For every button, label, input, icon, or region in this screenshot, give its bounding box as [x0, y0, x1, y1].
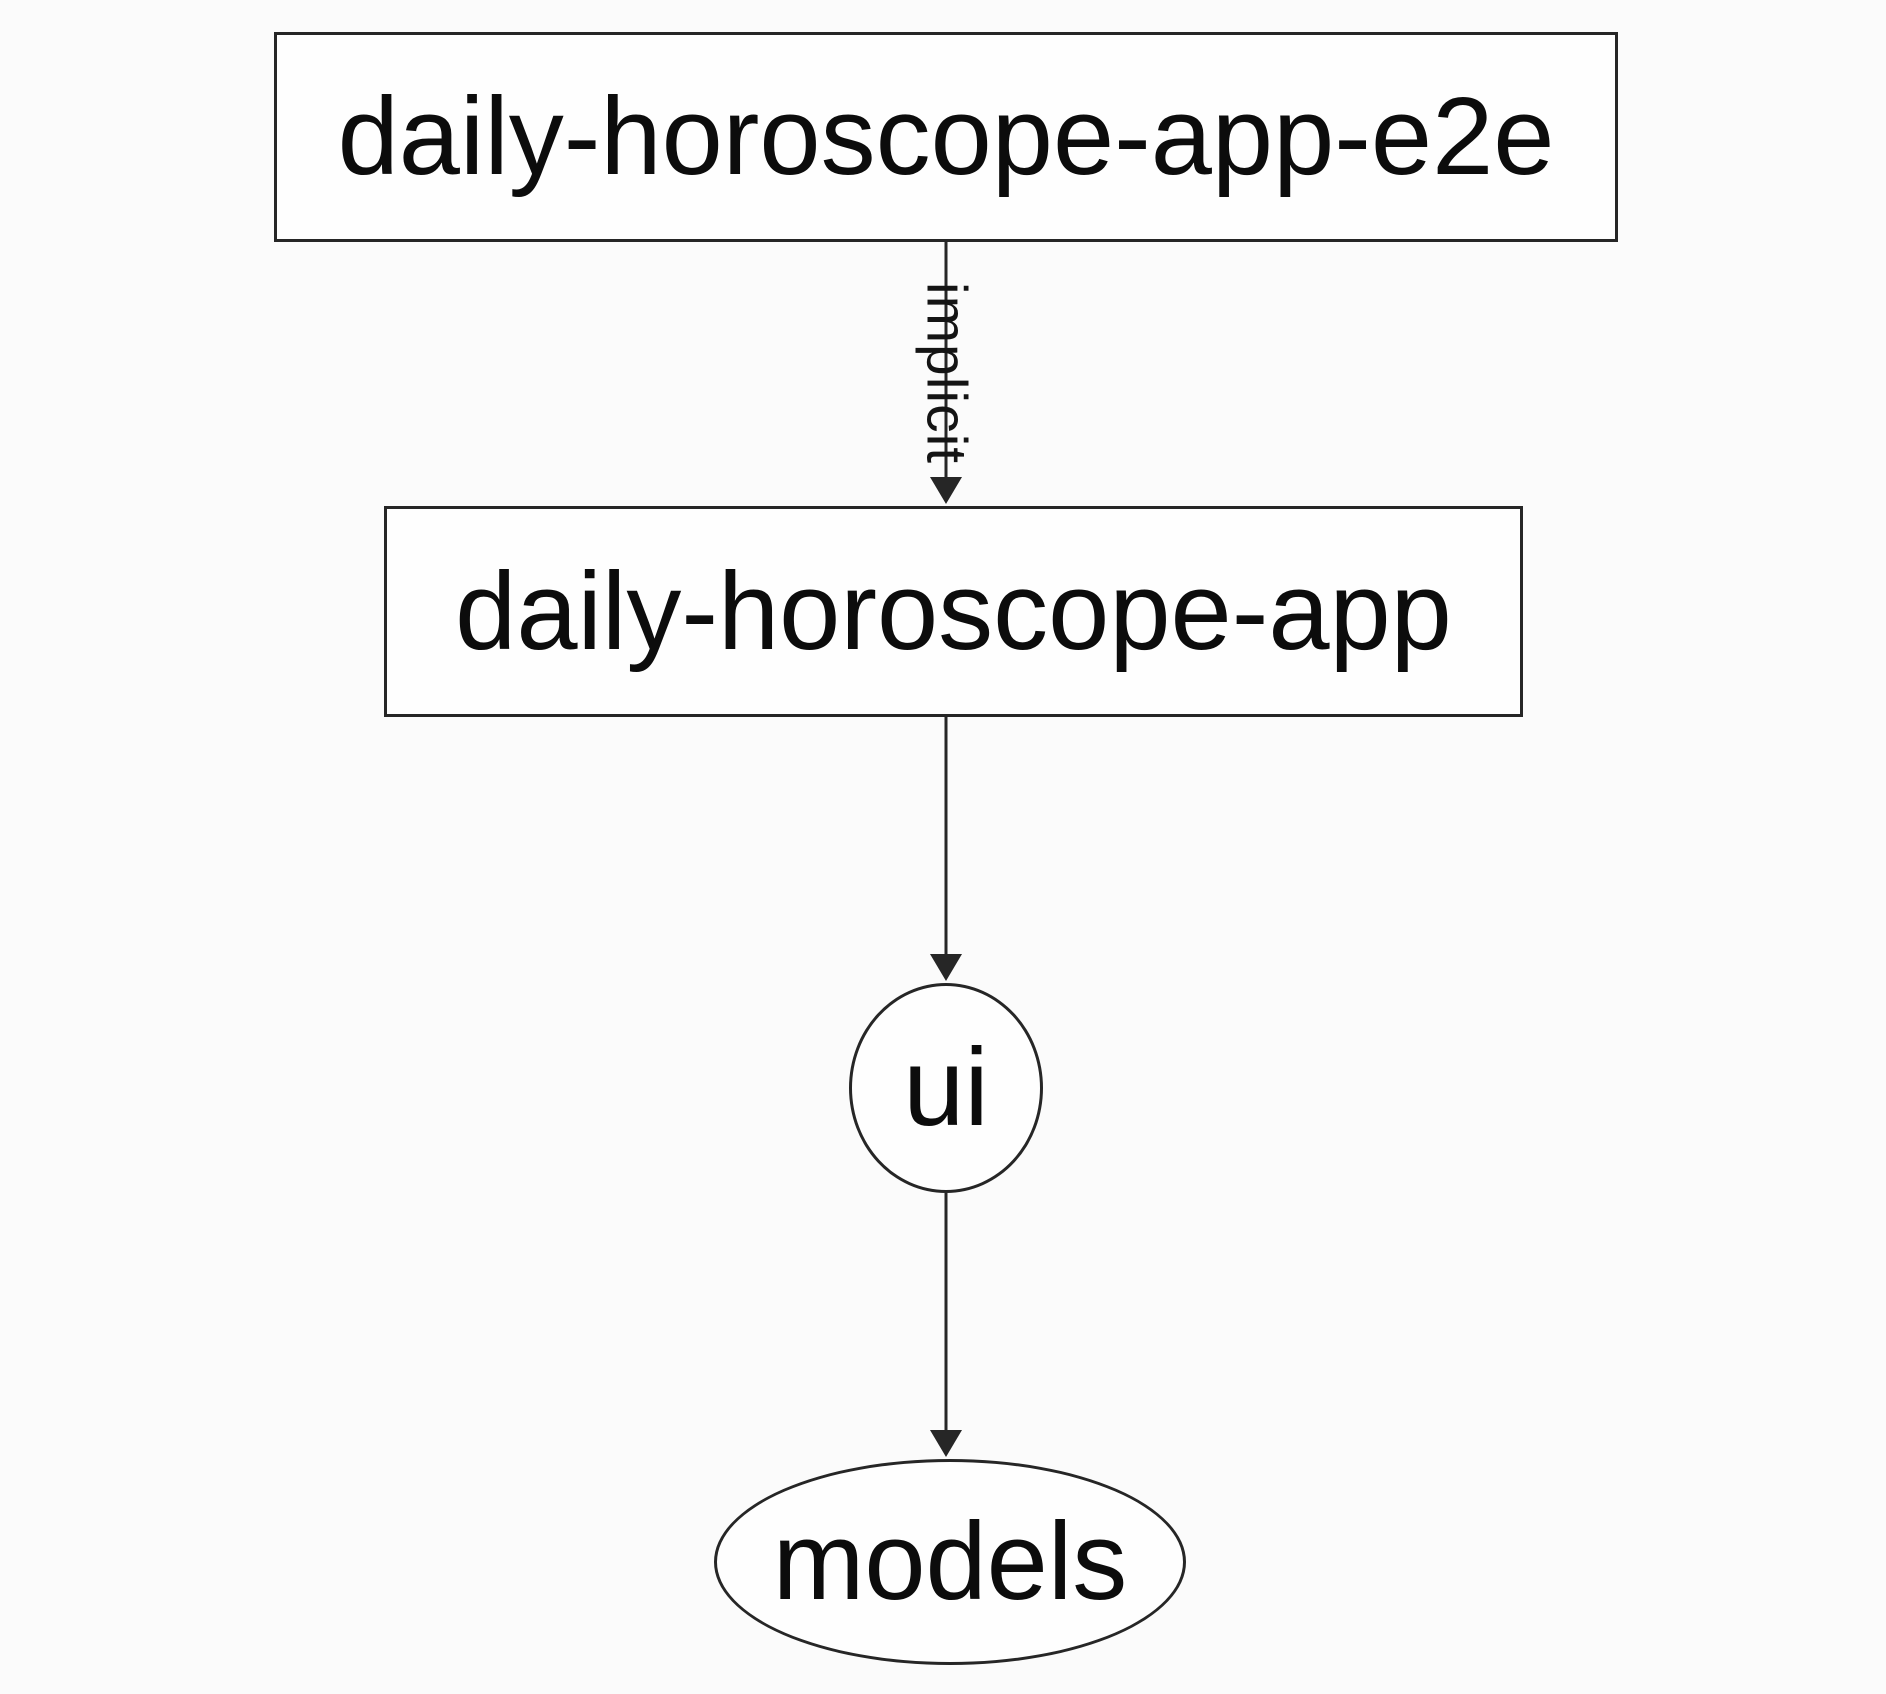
node-models[interactable]: models: [714, 1459, 1186, 1665]
node-daily-horoscope-app[interactable]: daily-horoscope-app: [384, 506, 1523, 717]
node-daily-horoscope-app-e2e[interactable]: daily-horoscope-app-e2e: [274, 32, 1618, 242]
arrowhead-ui-to-models: [930, 1430, 962, 1457]
node-label: daily-horoscope-app-e2e: [337, 75, 1555, 198]
node-label: models: [772, 1500, 1128, 1623]
edge-label-implicit: implicit: [914, 281, 979, 465]
arrowhead-e2e-to-app: [930, 477, 962, 504]
node-ui[interactable]: ui: [849, 983, 1043, 1193]
node-label: daily-horoscope-app: [455, 549, 1452, 673]
node-label: ui: [903, 1026, 989, 1149]
arrowhead-app-to-ui: [930, 954, 962, 981]
